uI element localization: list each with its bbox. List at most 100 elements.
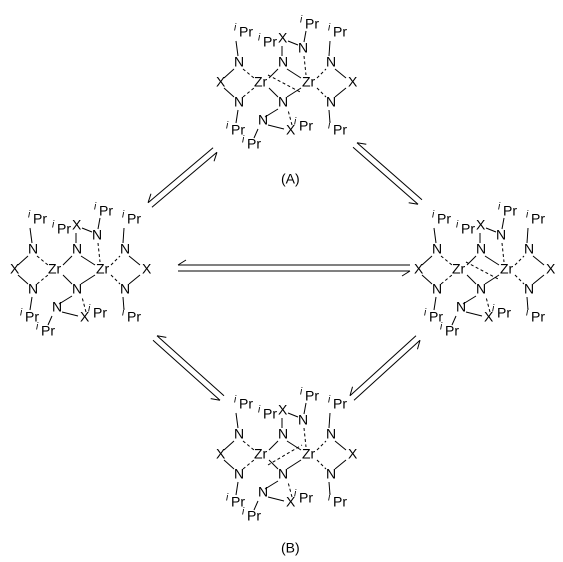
bond (286, 68, 302, 79)
nitrogen-atom: N (496, 227, 506, 243)
zirconium-atom: Zr (500, 261, 514, 277)
bond (17, 255, 29, 266)
nitrogen-atom: N (456, 299, 466, 315)
bond (235, 412, 239, 429)
nitrogen-atom: N (476, 281, 486, 297)
isopropyl-label: Pr (503, 203, 517, 219)
dative-bond (267, 444, 303, 466)
bond (421, 274, 433, 285)
forward-arrow (352, 146, 419, 205)
isopropyl-label: Pr (247, 136, 261, 152)
bond (122, 296, 125, 311)
forward-arrow (152, 339, 221, 401)
bond (501, 217, 505, 230)
arrow-head (213, 152, 218, 162)
bridge-atom-x: X (278, 402, 288, 418)
bond (264, 108, 279, 118)
bridge-atom-x: X (546, 261, 556, 277)
dative-bond (485, 296, 491, 313)
iso-prefix-label: i (432, 210, 435, 221)
arrow-head (210, 398, 221, 401)
iso-prefix-label: i (258, 405, 261, 416)
isopropyl-label: Pr (99, 203, 113, 219)
isopropyl-label: Pr (263, 34, 277, 50)
bond (81, 227, 93, 233)
reverse-arrow (147, 147, 214, 204)
iso-prefix-label: i (300, 15, 303, 26)
isopropyl-label: Pr (231, 494, 245, 510)
bond (223, 68, 235, 79)
nitrogen-atom: N (278, 94, 288, 110)
forward-arrow (151, 151, 218, 208)
bond (122, 227, 125, 244)
iso-prefix-label: i (20, 308, 23, 319)
zirconium-atom: Zr (254, 446, 268, 462)
iso-prefix-label: i (226, 493, 229, 504)
nitrogen-atom: N (476, 241, 486, 257)
bond (80, 274, 96, 285)
nitrogen-atom: N (92, 227, 102, 243)
reverse-arrow (156, 335, 225, 397)
bond (267, 496, 285, 502)
bond (268, 440, 279, 451)
bond (287, 40, 299, 46)
arrow-head (416, 340, 421, 350)
zirconium-atom: Zr (254, 74, 268, 90)
arrow-head (349, 386, 354, 396)
iso-prefix-label: i (294, 489, 297, 500)
bond (532, 255, 545, 266)
bond (128, 255, 141, 266)
equilibrium-left-a (147, 147, 218, 208)
nitrogen-atom: N (120, 281, 130, 297)
bond (484, 274, 500, 285)
isopropyl-label: Pr (531, 309, 545, 325)
nitrogen-atom: N (258, 484, 268, 500)
bridge-atom-x: X (278, 30, 288, 46)
bond (29, 227, 33, 244)
bond (47, 315, 53, 326)
bond (223, 440, 235, 451)
nitrogen-atom: N (278, 466, 288, 482)
bond (268, 87, 279, 98)
iso-prefix-label: i (456, 220, 459, 231)
iso-prefix-label: i (36, 322, 39, 333)
dative-bond (514, 255, 525, 266)
isopropyl-label: Pr (239, 24, 253, 40)
isopropyl-label: Pr (127, 211, 141, 227)
bridge-atom-x: X (484, 309, 494, 325)
dative-bond (440, 255, 453, 266)
bond (328, 109, 331, 124)
dative-bond (110, 255, 121, 266)
nitrogen-atom: N (52, 299, 62, 315)
bridge-atom-x: X (216, 74, 226, 90)
bond (62, 274, 73, 285)
dative-bond (242, 459, 255, 470)
dative-bond (110, 274, 121, 285)
isopropyl-label: Pr (41, 323, 55, 339)
isopropyl-label: Pr (33, 211, 47, 227)
arrow-head (156, 335, 167, 338)
bond (58, 295, 73, 305)
dative-bond (242, 87, 255, 98)
isopropyl-label: Pr (333, 396, 347, 412)
isopropyl-label: Pr (247, 508, 261, 524)
iso-prefix-label: i (94, 202, 97, 213)
forward-arrow (353, 339, 421, 401)
bond (526, 296, 529, 311)
bond (17, 274, 29, 285)
bond (97, 217, 101, 230)
iso-prefix-label: i (328, 395, 331, 406)
bond (334, 87, 347, 98)
bond (466, 274, 477, 285)
bond (223, 459, 235, 470)
arrow-head (177, 259, 187, 266)
isopropyl-label: Pr (445, 323, 459, 339)
nitrogen-atom: N (432, 241, 442, 257)
dative-bond (514, 274, 525, 285)
equilibrium-left-b (152, 335, 225, 401)
dative-bond (267, 74, 303, 94)
dative-bond (316, 68, 327, 79)
zirconium-atom: Zr (96, 261, 110, 277)
